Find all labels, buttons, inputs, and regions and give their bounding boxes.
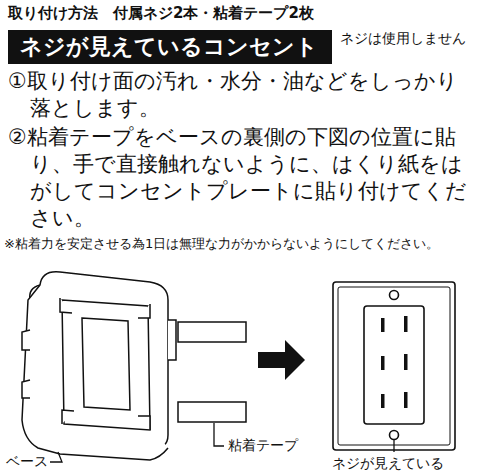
title-band: ネジが見えているコンセント [8, 30, 332, 64]
outlet-slots [381, 316, 408, 408]
heading: 取り付け方法 付属ネジ2本・粘着テープ2枚 [8, 4, 314, 23]
part-label: 粘着テープ [228, 437, 298, 455]
part-label: ベース [6, 453, 48, 471]
leader-line [50, 452, 62, 462]
step-text: ①取り付け面の汚れ・水分・油などをしっかり落とします。 [8, 68, 478, 122]
leader-line [393, 440, 394, 452]
part-label: ネジが見えている [332, 455, 444, 473]
base-drawing [22, 272, 176, 460]
band-text: ネジが見えているコンセント [8, 30, 332, 64]
note: ネジは使用しません [340, 30, 476, 47]
adhesive-tape [178, 402, 246, 422]
caution-note: ※粘着力を安定させる為1日は無理な力がかからないようにしてください。 [4, 236, 480, 252]
leader-line [214, 423, 224, 446]
step-text: ②粘着テープをベースの裏側の下図の位置に貼り、手で直接触れないように、はくり紙を… [8, 124, 478, 232]
outlet-plate [333, 282, 455, 450]
adhesive-tape [178, 322, 246, 342]
arrow [258, 340, 305, 380]
